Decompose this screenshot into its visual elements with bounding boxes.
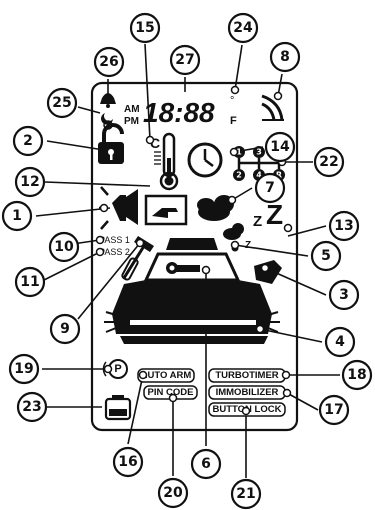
clock-icon <box>189 144 221 176</box>
callout-18: 18 <box>343 361 371 389</box>
callout-5: 5 <box>312 242 340 270</box>
svg-text:8: 8 <box>280 49 290 65</box>
temp-unit-f: F <box>230 115 237 127</box>
svg-text:25: 25 <box>52 95 71 111</box>
turbotimer-label: TURBOTIMER <box>215 370 278 381</box>
svg-text:18: 18 <box>347 367 366 383</box>
signal-icon <box>262 96 284 120</box>
callout-22: 22 <box>315 148 343 176</box>
callout-markers: 1 2 3 4 5 6 7 8 <box>3 14 371 508</box>
pm-label: PM <box>124 116 139 127</box>
turbotimer-button[interactable]: TURBOTIMER <box>209 369 285 382</box>
svg-text:20: 20 <box>163 485 183 501</box>
svg-text:12: 12 <box>20 174 39 190</box>
svg-text:13: 13 <box>334 218 353 234</box>
callout-7: 7 <box>256 174 284 202</box>
time-display: 18:88 <box>143 97 215 128</box>
callout-13: 13 <box>330 212 358 240</box>
callout-15: 15 <box>131 14 159 42</box>
callout-26: 26 <box>95 48 123 76</box>
channel-3: 3 <box>256 148 262 157</box>
svg-text:2: 2 <box>23 133 33 149</box>
padlock-icon <box>98 125 124 164</box>
sleep-z-tiny: Z <box>245 240 251 251</box>
degree-symbol: ° <box>230 95 234 107</box>
channel-2: 2 <box>236 171 242 180</box>
svg-text:27: 27 <box>175 52 194 68</box>
am-label: AM <box>124 104 140 115</box>
callout-20: 20 <box>159 479 187 507</box>
svg-text:4: 4 <box>335 334 345 350</box>
callout-12: 12 <box>16 168 44 196</box>
callout-14: 14 <box>266 133 294 161</box>
svg-text:26: 26 <box>99 54 118 70</box>
callout-11: 11 <box>16 268 44 296</box>
svg-text:14: 14 <box>270 139 290 155</box>
svg-text:7: 7 <box>265 180 275 196</box>
alarm-bell-icon <box>100 93 116 108</box>
callout-10: 10 <box>50 233 78 261</box>
svg-text:21: 21 <box>236 486 255 502</box>
callout-3: 3 <box>330 281 358 309</box>
svg-text:5: 5 <box>321 248 331 264</box>
callout-1: 1 <box>3 202 31 230</box>
callout-8: 8 <box>271 43 299 71</box>
callout-23: 23 <box>18 393 46 421</box>
thermometer-icon: C <box>150 134 177 189</box>
door-warning-icon <box>146 196 186 224</box>
battery-icon <box>106 395 130 419</box>
callout-4: 4 <box>326 328 354 356</box>
svg-text:24: 24 <box>233 20 253 36</box>
svg-text:1: 1 <box>12 208 22 224</box>
svg-text:16: 16 <box>118 454 137 470</box>
svg-text:3: 3 <box>339 287 349 303</box>
parking-p-label: P <box>114 363 121 375</box>
callout-19: 19 <box>10 355 38 383</box>
callout-21: 21 <box>232 480 260 508</box>
callout-24: 24 <box>229 14 257 42</box>
callout-16: 16 <box>114 448 142 476</box>
sleep-z-small: Z <box>253 213 262 230</box>
svg-text:9: 9 <box>60 321 70 337</box>
svg-text:6: 6 <box>201 456 211 472</box>
svg-text:10: 10 <box>54 239 74 255</box>
immobilizer-button[interactable]: IMMOBILIZER <box>209 386 285 399</box>
svg-text:15: 15 <box>135 20 154 36</box>
sleep-z-large: Z <box>266 199 283 230</box>
svg-text:23: 23 <box>22 399 41 415</box>
immobilizer-label: IMMOBILIZER <box>216 387 279 398</box>
callout-17: 17 <box>320 396 348 424</box>
callout-9: 9 <box>51 315 79 343</box>
key-icon <box>166 262 200 274</box>
callout-27: 27 <box>171 46 199 74</box>
svg-text:11: 11 <box>20 274 39 290</box>
svg-text:22: 22 <box>319 154 338 170</box>
svg-text:19: 19 <box>14 361 33 377</box>
svg-text:17: 17 <box>324 402 343 418</box>
callout-2: 2 <box>14 127 42 155</box>
callout-25: 25 <box>48 89 76 117</box>
auto-arm-label: AUTO ARM <box>141 370 192 381</box>
callout-6: 6 <box>192 450 220 478</box>
